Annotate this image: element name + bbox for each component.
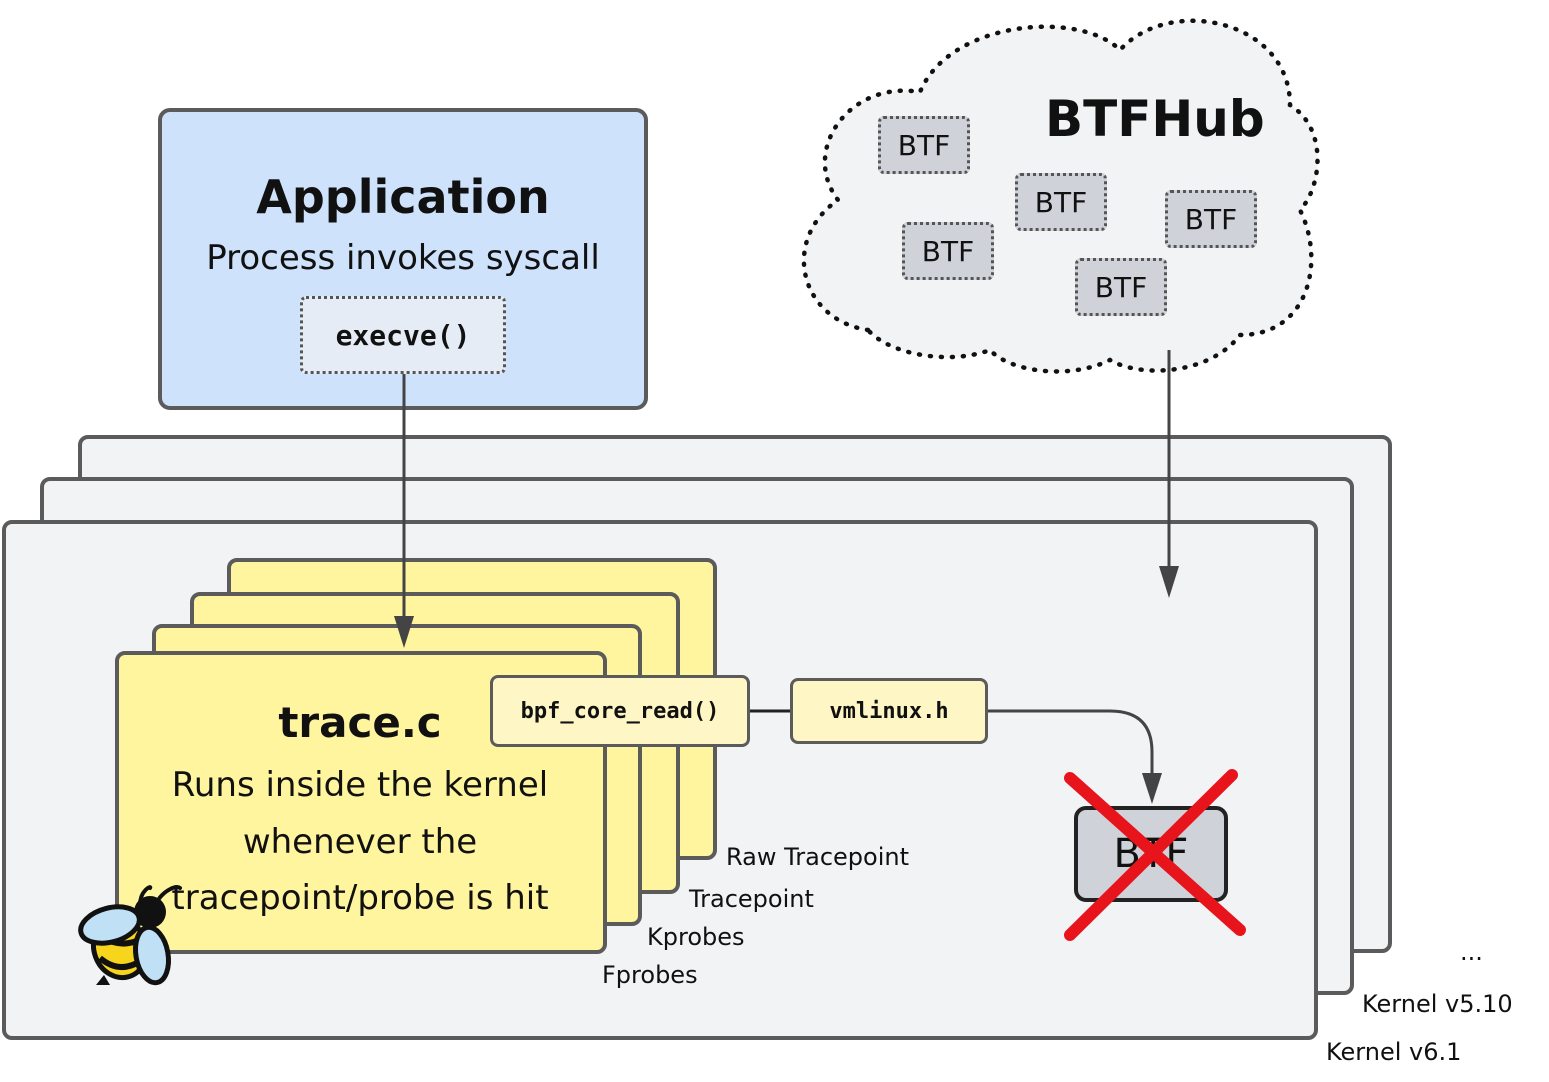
syscall-arrow-head xyxy=(394,616,414,648)
btfhub-btf-item-4-label: BTF xyxy=(921,234,975,268)
vmlinux-btf-arrow-line xyxy=(987,709,1154,775)
btfhub-title: BTFHub xyxy=(1045,90,1265,148)
bpf-core-read-box: bpf_core_read() xyxy=(490,675,750,747)
syscall-execve-label: execve() xyxy=(335,318,471,352)
program-title: trace.c xyxy=(278,698,442,747)
syscall-execve-box: execve() xyxy=(300,296,506,374)
bee-logo-icon xyxy=(78,885,182,986)
program-description-line-1: Runs inside the kernel xyxy=(171,765,549,805)
kernel-label-more: ... xyxy=(1460,938,1483,966)
btfhub-btf-item-1: BTF xyxy=(878,116,970,174)
probe-label-fprobes: Fprobes xyxy=(602,961,698,989)
btfhub-btf-item-3: BTF xyxy=(1165,190,1257,248)
bpf-core-read-label: bpf_core_read() xyxy=(520,698,720,724)
vmlinux-header-label: vmlinux.h xyxy=(829,698,949,724)
program-description-line-3: tracepoint/probe is hit xyxy=(171,878,549,918)
btfhub-btf-item-5-label: BTF xyxy=(1094,270,1148,304)
program-description-line-2: whenever the xyxy=(242,822,478,862)
vmlinux-btf-arrow-head xyxy=(1142,773,1162,804)
btfhub-btf-item-1-label: BTF xyxy=(897,128,951,162)
vmlinux-header-box: vmlinux.h xyxy=(790,678,988,744)
application-title: Application xyxy=(256,170,550,224)
kernel-label-v6-1: Kernel v6.1 xyxy=(1326,1038,1462,1066)
application-subtitle: Process invokes syscall xyxy=(206,238,600,278)
btfhub-btf-item-4: BTF xyxy=(902,222,994,280)
btfhub-btf-item-5: BTF xyxy=(1075,258,1167,316)
probe-label-raw-tracepoint: Raw Tracepoint xyxy=(726,843,909,871)
btfhub-btf-item-2-label: BTF xyxy=(1034,185,1088,219)
btfhub-btf-item-2: BTF xyxy=(1015,173,1107,231)
probe-label-kprobes: Kprobes xyxy=(647,923,745,951)
btfhub-btf-item-3-label: BTF xyxy=(1184,202,1238,236)
kernel-label-v5-10: Kernel v5.10 xyxy=(1362,990,1513,1018)
probe-label-tracepoint: Tracepoint xyxy=(689,885,814,913)
btfhub-arrow-head xyxy=(1159,566,1179,598)
